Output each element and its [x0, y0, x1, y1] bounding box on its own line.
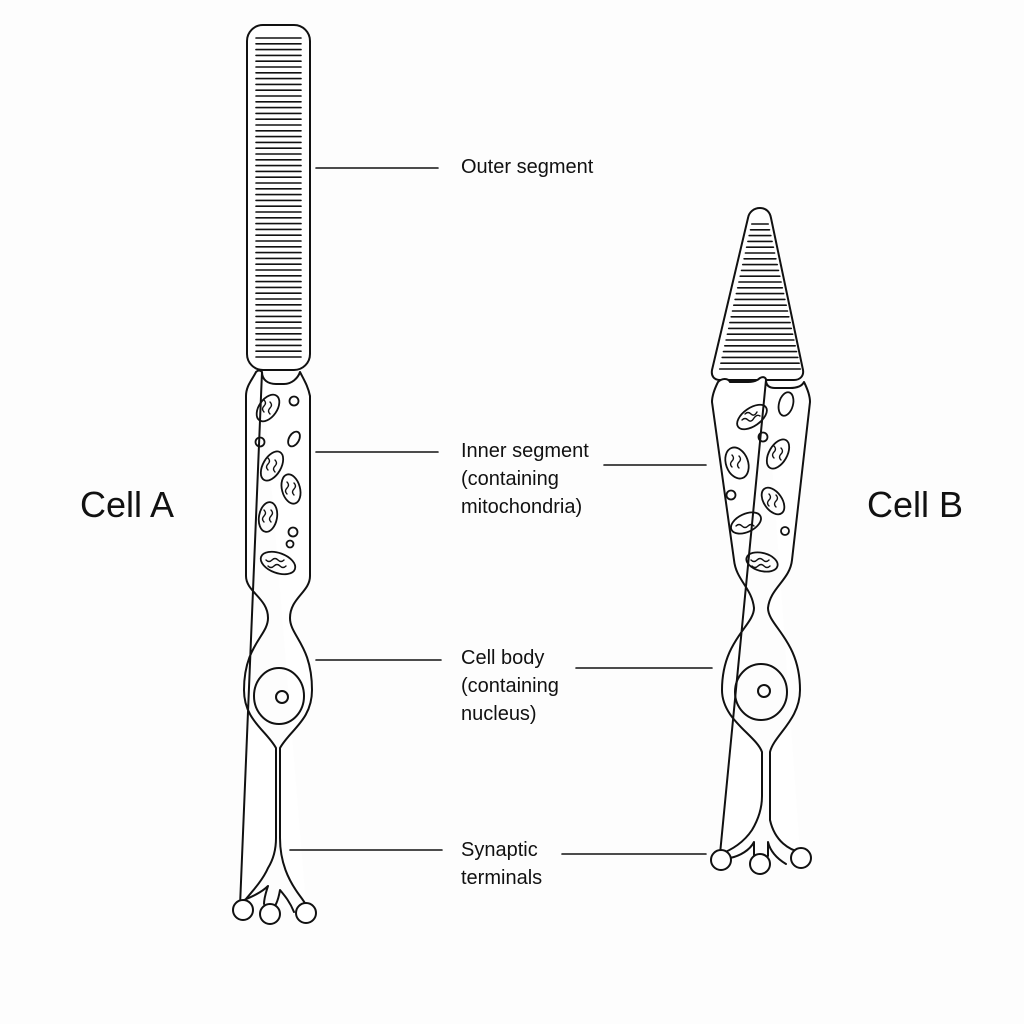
- label-cell-body-line2: (containing: [461, 675, 559, 697]
- cell-b-mitochondria: [724, 391, 795, 573]
- label-outer-segment: Outer segment: [461, 156, 594, 178]
- leader-lines: [289, 167, 713, 855]
- label-inner-segment-line2: (containing: [461, 468, 559, 490]
- cell-b-nucleus: [734, 663, 788, 721]
- label-cell-body-line3: nucleus): [461, 703, 537, 725]
- cell-a-nucleolus: [275, 690, 289, 704]
- label-synaptic-line1: Synaptic: [461, 839, 538, 861]
- cell-a-title: Cell A: [80, 484, 175, 525]
- cell-a-mitochondria: [254, 393, 302, 576]
- cell-b-membrane-discs: [718, 223, 802, 370]
- cell-a-membrane-discs: [255, 37, 302, 358]
- cell-b-title: Cell B: [867, 484, 964, 525]
- label-synaptic-terminals: Synaptic terminals: [461, 836, 542, 892]
- cell-a-synaptic-knobs: [232, 899, 317, 925]
- cell-a-nucleus: [253, 667, 305, 725]
- label-inner-segment: Inner segment (containing mitochondria): [461, 437, 589, 521]
- cell-b-nucleolus: [757, 684, 771, 698]
- cell-b-synaptic-knobs: [710, 847, 812, 875]
- label-cell-body: Cell body (containing nucleus): [461, 644, 559, 728]
- label-inner-segment-line1: Inner segment: [461, 440, 589, 462]
- cell-b-body-outline: [711, 376, 811, 865]
- cell-b-cone: [710, 207, 812, 875]
- cell-a-rod: [232, 24, 317, 925]
- cell-a-outer-segment: [246, 24, 311, 371]
- label-synaptic-line2: terminals: [461, 867, 543, 889]
- label-cell-body-line1: Cell body: [461, 647, 545, 669]
- label-inner-segment-line3: mitochondria): [461, 496, 583, 518]
- cell-a-body-outline: [239, 369, 313, 913]
